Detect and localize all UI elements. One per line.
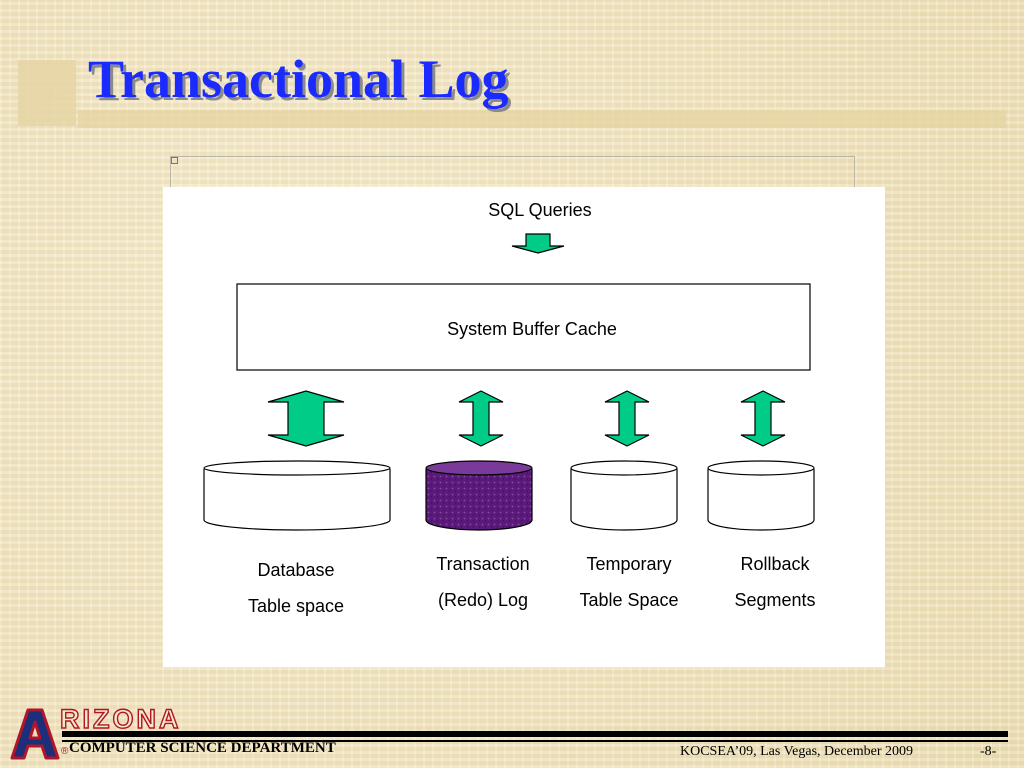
- log-architecture-diagram: SQL Queries System Buffer Cache Data: [203, 200, 816, 616]
- database-label-line1: Database: [257, 560, 334, 580]
- diagram-panel: SQL Queries System Buffer Cache Data: [163, 187, 885, 667]
- slide-title: Transactional Log: [88, 49, 509, 109]
- title-accent-band: [78, 110, 1006, 128]
- conference-info: KOCSEA’09, Las Vegas, December 2009: [680, 744, 914, 759]
- temporary-cylinder: [570, 460, 678, 531]
- double-arrow-database: [267, 390, 345, 447]
- redo-log-cylinder: [425, 460, 533, 531]
- redo-log-label-line2: (Redo) Log: [438, 590, 528, 610]
- buffer-cache-label: System Buffer Cache: [447, 319, 617, 339]
- temporary-label-line1: Temporary: [586, 554, 671, 574]
- department-name: COMPUTER SCIENCE DEPARTMENT: [69, 740, 336, 756]
- double-arrow-rollback: [740, 390, 786, 447]
- footer-rule-thick: [62, 731, 1008, 737]
- rollback-label-line1: Rollback: [740, 554, 810, 574]
- footer-rule-thin: [62, 740, 1008, 742]
- placeholder-handle: [171, 157, 178, 164]
- double-arrow-temporary: [604, 390, 650, 447]
- rollback-cylinder: [707, 460, 815, 531]
- sql-queries-label: SQL Queries: [488, 200, 591, 220]
- registered-mark: ®: [61, 746, 69, 757]
- database-cylinder: [203, 460, 391, 531]
- title-accent-block: [18, 60, 76, 126]
- double-arrow-redo-log: [458, 390, 504, 447]
- rollback-label-line2: Segments: [734, 590, 815, 610]
- query-down-arrow: [511, 233, 565, 254]
- arizona-a-logo: [10, 708, 60, 760]
- placeholder-frame: [170, 156, 855, 197]
- page-number: -8-: [980, 744, 997, 759]
- redo-log-label-line1: Transaction: [436, 554, 529, 574]
- temporary-label-line2: Table Space: [579, 590, 678, 610]
- logo-wordmark: RIZONA: [59, 703, 182, 734]
- buffer-cache-box: [236, 283, 811, 371]
- database-label-line2: Table space: [248, 596, 344, 616]
